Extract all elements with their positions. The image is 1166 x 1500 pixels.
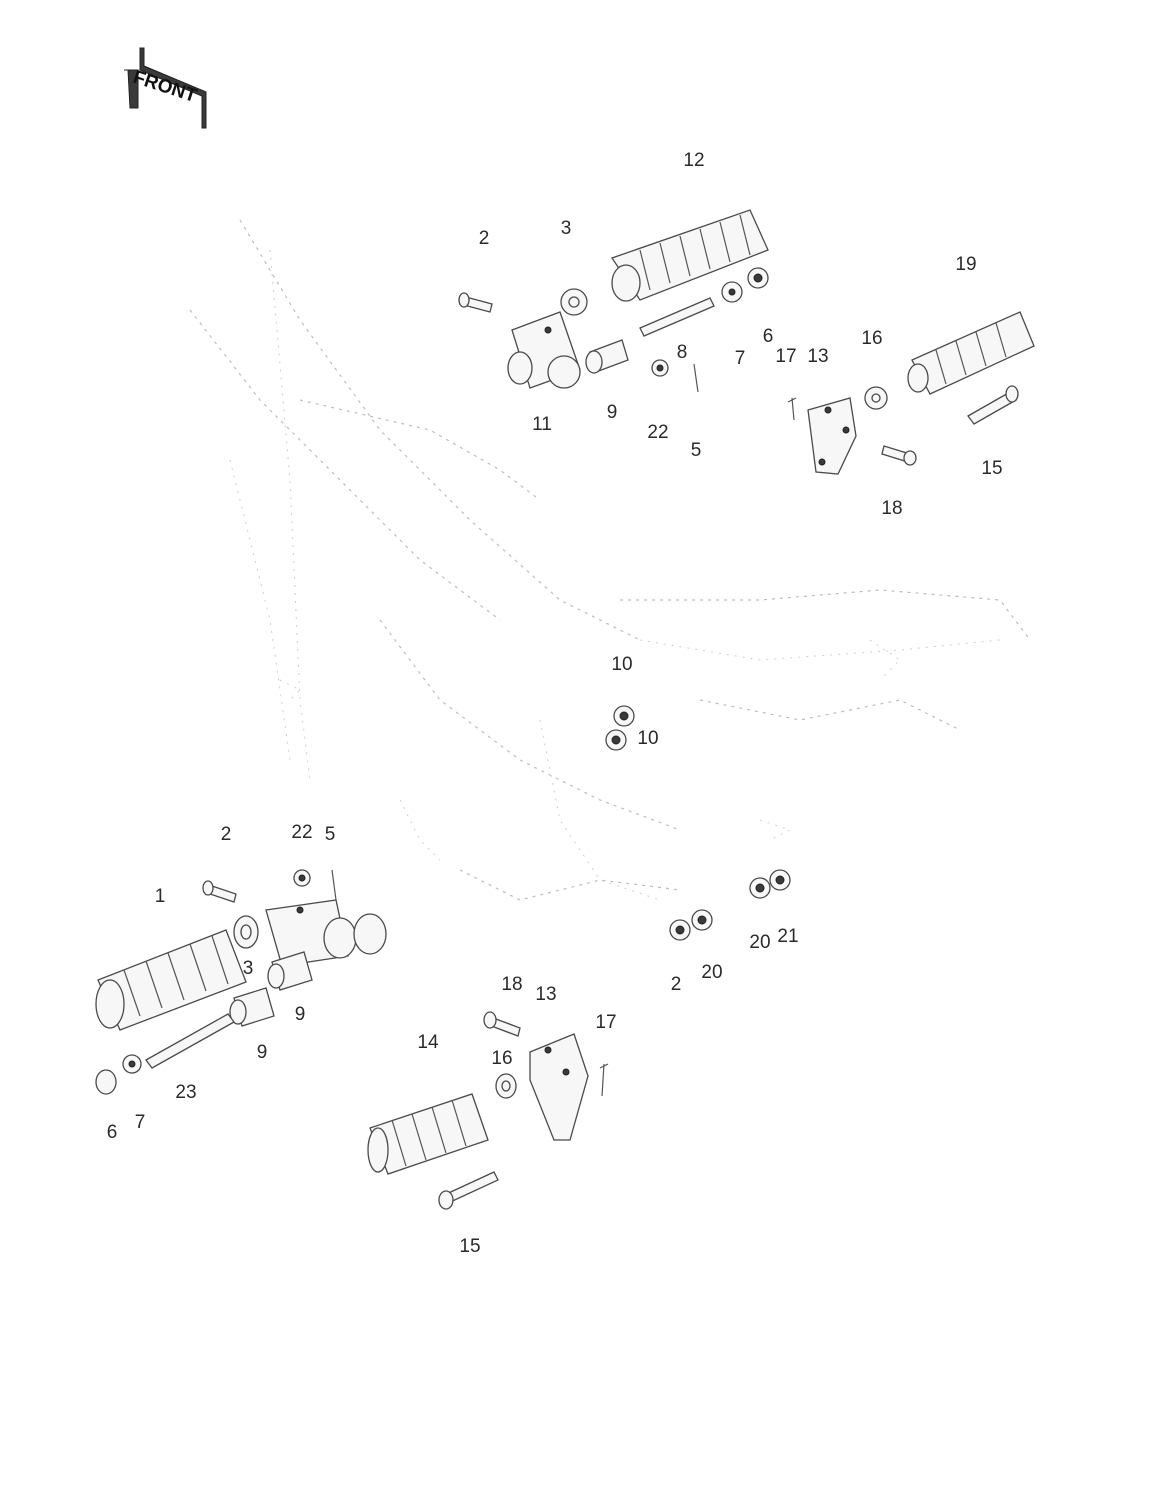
washer-3-lower	[233, 915, 259, 949]
spacer-9-lower-a	[267, 951, 313, 991]
callout-12: 12	[683, 150, 704, 171]
callout-13: 13	[535, 984, 556, 1005]
bolt-15-lower	[438, 1171, 499, 1210]
spring-17-lower	[599, 1063, 609, 1097]
washer-16-lower	[495, 1073, 517, 1099]
callout-7: 7	[135, 1112, 146, 1133]
footpeg-rubber-12	[610, 209, 769, 302]
callout-15: 15	[981, 458, 1002, 479]
callout-22: 22	[291, 822, 312, 843]
cotter-pin-5-lower	[331, 869, 337, 901]
washer-7-upper	[721, 281, 743, 303]
nuts-2-20-center	[669, 909, 713, 941]
callout-9: 9	[295, 1004, 306, 1025]
nut-6-upper	[747, 267, 769, 289]
hanger-plate-13-lower	[529, 1033, 589, 1141]
callout-10: 10	[611, 654, 632, 675]
washer-3	[560, 288, 588, 316]
front-badge-text: FRONT	[130, 67, 199, 107]
pin-8-upper	[639, 297, 715, 337]
callout-8: 8	[677, 342, 688, 363]
callout-18: 18	[501, 974, 522, 995]
bolt-2-lower	[202, 880, 237, 903]
spacer-9-lower-b	[229, 987, 275, 1027]
nut-22-lower	[293, 869, 311, 887]
callout-2: 2	[671, 974, 682, 995]
callout-6: 6	[107, 1122, 118, 1143]
bolt-15-upper	[967, 385, 1019, 425]
front-direction-badge: FRONT	[124, 47, 207, 129]
pin-23	[145, 1013, 235, 1069]
footpeg-bracket-11	[507, 311, 581, 389]
footpeg-bracket-lower	[265, 899, 387, 967]
bolt-2	[458, 292, 493, 313]
bolt-18-upper	[881, 445, 917, 466]
nut-6-lower	[95, 1069, 117, 1095]
washer-16-upper	[864, 386, 888, 410]
nuts-10	[605, 705, 635, 751]
callout-19: 19	[955, 254, 976, 275]
callout-5: 5	[691, 440, 702, 461]
callout-17: 17	[595, 1012, 616, 1033]
callout-17: 17	[775, 346, 796, 367]
washer-7-lower	[122, 1054, 142, 1074]
spring-17-upper	[787, 397, 797, 421]
footpeg-rubber-14	[367, 1093, 489, 1175]
callout-23: 23	[175, 1082, 196, 1103]
callout-20: 20	[701, 962, 722, 983]
footpeg-rubber-19	[907, 311, 1035, 395]
callout-1: 1	[155, 886, 166, 907]
callout-18: 18	[881, 498, 902, 519]
callout-13: 13	[807, 346, 828, 367]
callout-5: 5	[325, 824, 336, 845]
callout-20: 20	[749, 932, 770, 953]
footpeg-rubber-1	[95, 929, 247, 1031]
callout-16: 16	[491, 1048, 512, 1069]
upper-footpeg-assembly	[458, 209, 1035, 475]
callout-10: 10	[637, 728, 658, 749]
callout-11: 11	[532, 414, 552, 435]
bolt-18-lower	[483, 1011, 521, 1037]
callout-6: 6	[763, 326, 774, 347]
callout-2: 2	[479, 228, 490, 249]
frame-outline	[189, 219, 1031, 901]
callout-14: 14	[417, 1032, 439, 1053]
callout-16: 16	[861, 328, 882, 349]
lower-footpeg-assembly	[95, 869, 791, 1210]
hanger-plate-13-upper	[807, 397, 857, 475]
callout-7: 7	[735, 348, 746, 369]
nut-22-upper	[651, 359, 669, 377]
callout-9: 9	[257, 1042, 268, 1063]
callout-15: 15	[459, 1236, 480, 1257]
callout-3: 3	[243, 958, 254, 979]
spacer-9-upper	[585, 339, 629, 374]
callout-2: 2	[221, 824, 232, 845]
callout-9: 9	[607, 402, 618, 423]
cotter-pin-5-upper	[693, 363, 699, 393]
callout-22: 22	[647, 422, 668, 443]
callout-3: 3	[561, 218, 572, 239]
nuts-20-21-right	[749, 869, 791, 899]
callout-21: 21	[777, 926, 798, 947]
